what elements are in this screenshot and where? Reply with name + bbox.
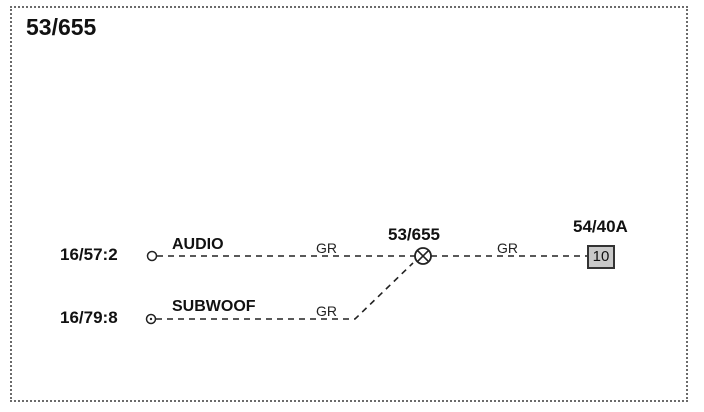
diagram-title: 53/655 bbox=[26, 14, 97, 40]
wire-color-output: GR bbox=[497, 240, 518, 256]
connector-label: 54/40A bbox=[573, 217, 628, 236]
terminal-1-symbol bbox=[146, 250, 158, 262]
terminal-2-dot bbox=[149, 317, 153, 321]
junction-symbol bbox=[414, 247, 432, 265]
connector-pin-box: 10 bbox=[587, 245, 615, 269]
terminal-2-id: 16/79:8 bbox=[60, 308, 118, 327]
signal-subwoof-label: SUBWOOF bbox=[172, 298, 256, 315]
terminal-1-id: 16/57:2 bbox=[60, 245, 118, 264]
wire-color-audio: GR bbox=[316, 240, 337, 256]
wire-color-subwoof: GR bbox=[316, 303, 337, 319]
subwoof-wire bbox=[156, 262, 414, 320]
diagram-frame bbox=[10, 6, 688, 402]
signal-audio-label: AUDIO bbox=[172, 236, 224, 253]
junction-label: 53/655 bbox=[388, 225, 440, 244]
